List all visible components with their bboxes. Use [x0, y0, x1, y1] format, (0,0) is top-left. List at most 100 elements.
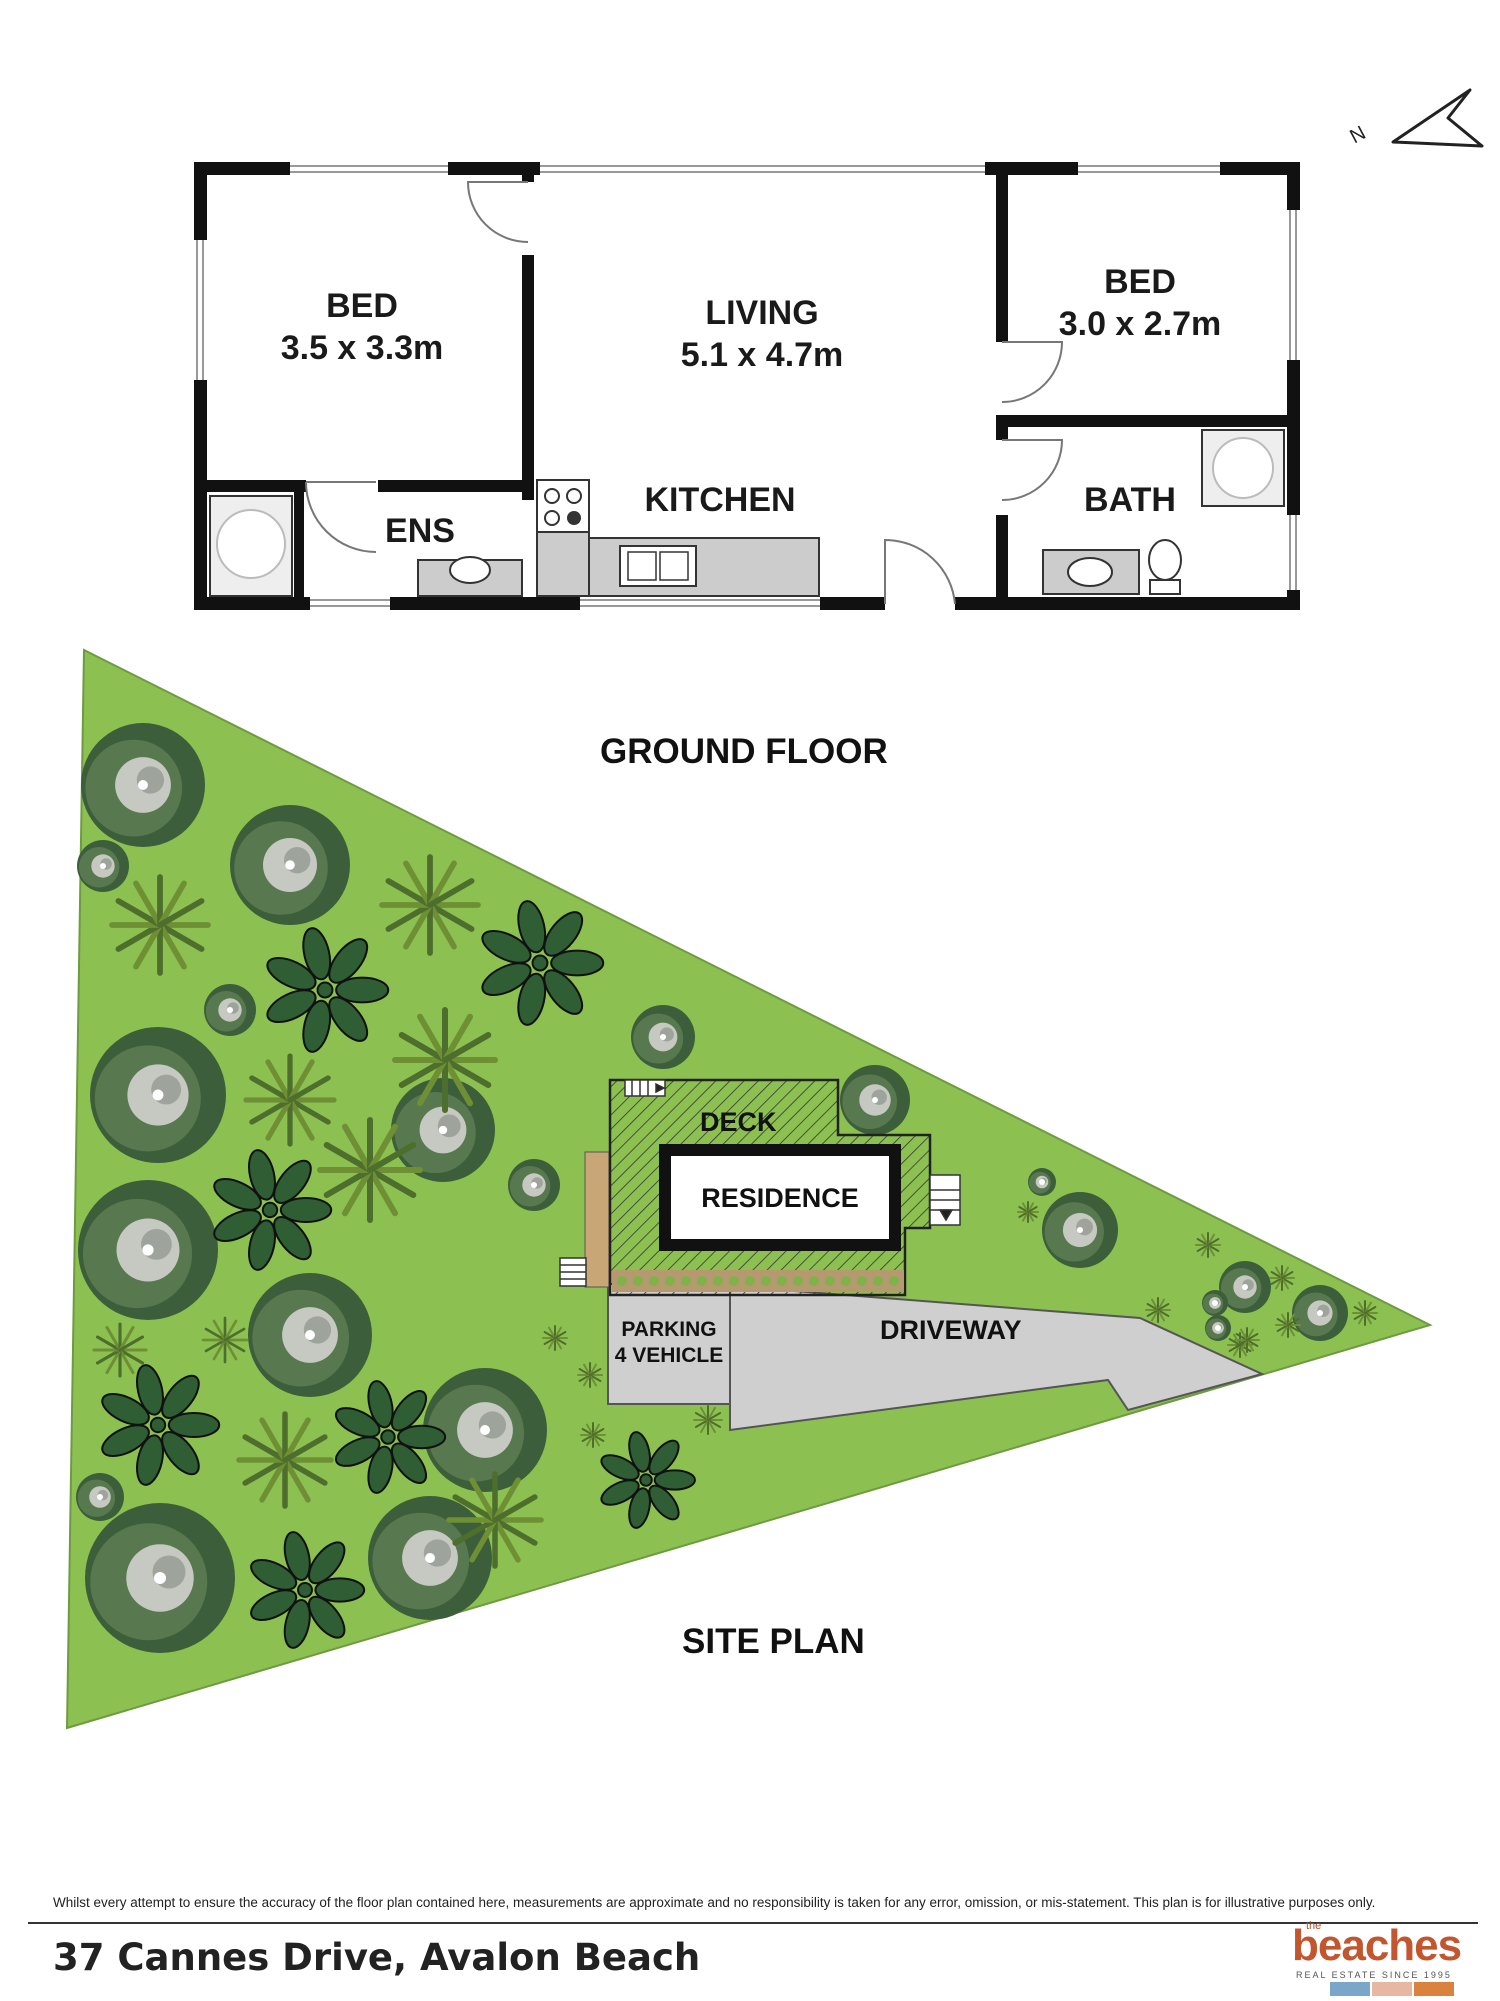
palm-icon: [481, 900, 605, 1026]
hedge-shrub: [841, 1276, 851, 1286]
tree-icon: [90, 1027, 226, 1163]
parking-label-line2: 4 VEHICLE: [614, 1344, 724, 1367]
room-label-living: LIVING 5.1 x 4.7m: [662, 292, 862, 376]
ensuite-fixtures: [209, 495, 523, 597]
tree-icon: [423, 1368, 547, 1492]
shrub-icon: [577, 1362, 603, 1388]
palm-icon: [250, 1531, 366, 1649]
shrub-icon: [1234, 1327, 1260, 1353]
side-path: [584, 1151, 610, 1288]
shrub-icon: [236, 1411, 334, 1509]
parking-label-line1: PARKING: [621, 1318, 717, 1341]
room-name: KITCHEN: [644, 481, 796, 519]
site-plan-title: SITE PLAN: [682, 1622, 865, 1661]
palm-icon: [266, 927, 390, 1053]
hedge-shrub: [793, 1276, 803, 1286]
shrub-icon: [1275, 1312, 1301, 1338]
room-size: 3.0 x 2.7m: [1058, 305, 1222, 343]
driveway: [729, 1284, 1265, 1432]
walls: [194, 162, 1300, 610]
tree-icon: [840, 1065, 910, 1135]
room-name: BED: [1104, 263, 1176, 301]
tree-icon: [76, 1473, 124, 1521]
hedge-shrub: [697, 1276, 707, 1286]
hedge-shrub: [729, 1276, 739, 1286]
logo-tagline: REAL ESTATE SINCE 1995: [1296, 1970, 1452, 1980]
tree-icon: [631, 1005, 695, 1069]
hedge-shrubs: [617, 1276, 899, 1286]
disclaimer-text: Whilst every attempt to ensure the accur…: [53, 1895, 1376, 1910]
palm-icon: [600, 1431, 696, 1529]
room-name: BATH: [1084, 481, 1176, 519]
shrub-icon: [1017, 1201, 1039, 1223]
trees: [76, 723, 1378, 1653]
room-size: 5.1 x 4.7m: [680, 336, 844, 374]
tree-icon: [81, 723, 205, 847]
hedge-shrub: [809, 1276, 819, 1286]
tree-icon: [78, 1180, 218, 1320]
hedge-shrub: [649, 1276, 659, 1286]
tree-icon: [1292, 1285, 1348, 1341]
hedge-shrub: [857, 1276, 867, 1286]
logo-wordmark: beaches: [1292, 1921, 1462, 1970]
palm-icon: [334, 1380, 447, 1494]
shrub-icon: [243, 1053, 337, 1147]
footer-divider: [28, 1922, 1478, 1924]
tree-icon: [248, 1273, 372, 1397]
hedge-shrub: [777, 1276, 787, 1286]
hedge-shrub: [633, 1276, 643, 1286]
hedge-shrub: [617, 1276, 627, 1286]
tree-icon: [230, 805, 350, 925]
driveway-label: DRIVEWAY: [880, 1315, 1022, 1345]
hedge-shrub: [681, 1276, 691, 1286]
tree-icon: [85, 1503, 235, 1653]
hedge-shrub: [825, 1276, 835, 1286]
tree-icon: [508, 1159, 560, 1211]
property-address: 37 Cannes Drive, Avalon Beach: [53, 1936, 701, 1979]
tree-icon: [77, 840, 129, 892]
shrub-icon: [1195, 1232, 1221, 1258]
hedge-shrub: [761, 1276, 771, 1286]
logo-photo-tiles: [1330, 1982, 1456, 1996]
bath-fixtures: [1042, 429, 1285, 595]
shrub-icon: [446, 1471, 544, 1569]
shrub-icon: [542, 1325, 568, 1351]
shrub-icon: [379, 854, 481, 956]
logo-the: the: [1306, 1920, 1322, 1932]
room-name: LIVING: [705, 294, 819, 332]
room-label-ens: ENS: [370, 510, 470, 552]
palm-icon: [101, 1364, 221, 1486]
shrub-icon: [201, 1316, 249, 1364]
tree-icon: [1042, 1192, 1118, 1268]
residence: [659, 1144, 901, 1251]
room-name: BED: [326, 287, 398, 325]
shrub-icon: [1352, 1300, 1378, 1326]
deck-steps-top: [624, 1079, 666, 1097]
agency-logo: the beaches REAL ESTATE SINCE 1995: [1290, 1920, 1470, 1998]
room-size: 3.5 x 3.3m: [280, 329, 444, 367]
tree-icon: [1219, 1261, 1271, 1313]
room-label-bed-2: BED 3.0 x 2.7m: [1040, 261, 1240, 345]
room-label-kitchen: KITCHEN: [620, 479, 820, 521]
kitchen-fixtures: [536, 479, 820, 597]
deck-steps-left: [559, 1257, 587, 1287]
parking-area: [607, 1283, 731, 1405]
shrub-icon: [92, 1322, 148, 1378]
palm-icon: [213, 1149, 333, 1271]
room-label-bath: BATH: [1070, 479, 1190, 521]
deck-label: DECK: [700, 1107, 777, 1137]
shrub-icon: [109, 874, 211, 976]
hedge-shrub: [665, 1276, 675, 1286]
doors: [305, 181, 1064, 605]
hedge-shrub: [889, 1276, 899, 1286]
ground-floor-title: GROUND FLOOR: [600, 732, 888, 771]
hedge-strip: [612, 1270, 904, 1292]
north-arrow-icon: [1391, 88, 1484, 148]
deck-steps-right: [929, 1174, 961, 1226]
hedge-shrub: [745, 1276, 755, 1286]
hedge-shrub: [873, 1276, 883, 1286]
tree-icon: [1202, 1290, 1228, 1316]
